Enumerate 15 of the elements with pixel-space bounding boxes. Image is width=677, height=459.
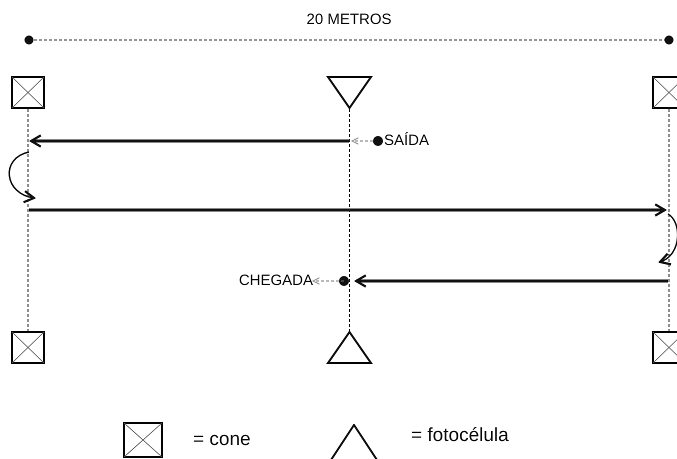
cone-symbol [11,76,45,109]
arrow [312,277,344,285]
photocell-symbol [327,331,372,364]
legend-text: = fotocélula [411,424,509,448]
point-label: SAÍDA [384,131,454,151]
guide-line [668,108,670,332]
cone-symbol [652,76,677,109]
photocell-symbol [327,76,372,109]
point-label: CHEGADA [205,271,313,291]
cone-symbol [11,331,45,364]
dimension-label: 20 METROS [305,10,393,30]
cone-symbol [652,331,677,364]
legend-text: = cone [193,428,251,452]
guide-line [349,108,350,332]
arrow [352,137,374,145]
